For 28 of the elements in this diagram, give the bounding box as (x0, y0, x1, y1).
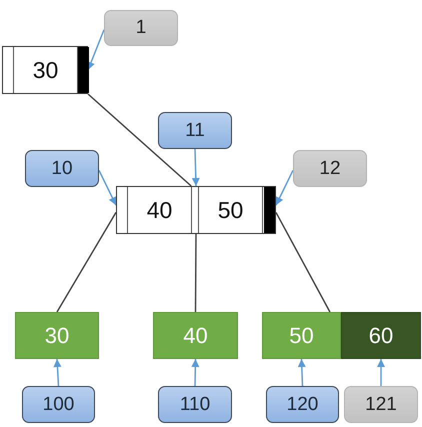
pointer-tag: 10 (25, 150, 99, 187)
arrow (192, 148, 200, 186)
leaf-entry: 40 (153, 312, 238, 359)
pointer-tag: 12 (293, 150, 367, 187)
btree-node (2, 46, 88, 94)
arrow (87, 30, 105, 70)
connector-line (56, 212, 117, 312)
connector-line (275, 212, 331, 312)
pointer-tag: 100 (22, 386, 95, 423)
pointer-tag: 11 (158, 112, 232, 149)
btree-node (116, 186, 276, 234)
connector-line (88, 93, 192, 187)
arrow (191, 358, 200, 386)
pointer-tag: 121 (344, 386, 418, 423)
key-value: 50 (198, 187, 263, 233)
pointer-tag: 1 (104, 10, 178, 46)
arrow (98, 170, 117, 206)
arrow (53, 358, 62, 386)
pointer-tag: 120 (266, 386, 339, 423)
key-value: 40 (127, 187, 192, 233)
pointer-tag: 110 (158, 386, 232, 423)
arrow (377, 359, 385, 386)
leaf-entry: 50 (262, 312, 341, 359)
arrow (298, 358, 306, 386)
leaf-entry: 30 (15, 312, 99, 359)
connector-line (194, 234, 197, 312)
arrow (275, 170, 294, 206)
leaf-entry: 60 (341, 312, 421, 359)
